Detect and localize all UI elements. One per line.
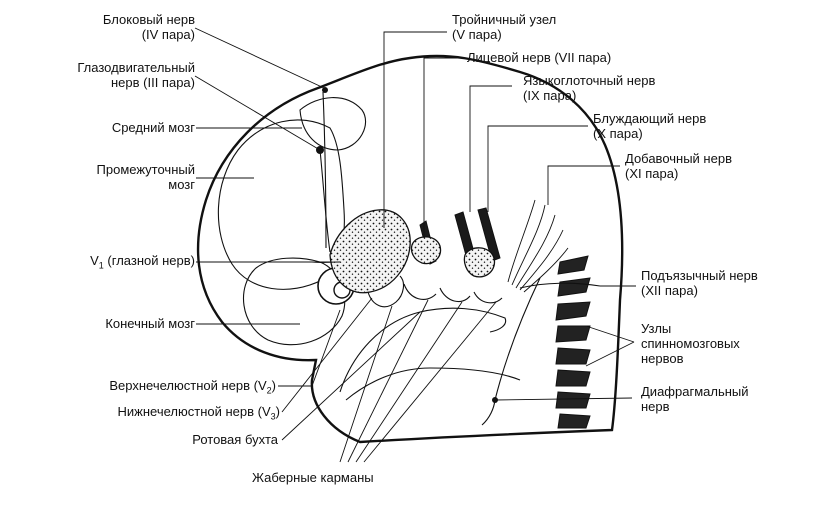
branchial-arch-2: [403, 283, 437, 300]
branchial-arch-4: [473, 291, 503, 304]
leader-lines: [194, 27, 636, 463]
hypoglossal-nerve: [519, 282, 601, 289]
glossopharyngeal-nerve-label: Языкоглоточный нерв (IX пара): [523, 73, 656, 103]
trochlear-nerve-label: Блоковый нерв (IV пара): [102, 12, 195, 42]
spinal-ganglia-column: [555, 255, 591, 429]
pharynx-floor: [339, 307, 507, 393]
spinal-ganglia-label: Узлы спинномозговых нервов: [641, 321, 740, 366]
trochlear-nerve: [322, 91, 327, 249]
accessory-nerve-label: Добавочный нерв (XI пара): [625, 151, 732, 181]
phrenic-nerve-label: Диафрагмальный нерв: [641, 384, 749, 414]
maxillary-nerve-label: Верхнечелюстной нерв (V2): [109, 378, 276, 396]
oculomotor-nerve: [319, 149, 331, 253]
branchial-arch-3: [439, 287, 471, 303]
stomodeum-label: Ротовая бухта: [192, 432, 278, 447]
midbrain-vesicle: [299, 97, 367, 151]
accessory-nerve-rootlets: [507, 199, 569, 293]
hypoglossal-nerve-label: Подъязычный нерв (XII пара): [641, 268, 758, 298]
mandibular-nerve-label: Нижнечелюстной нерв (V3): [117, 404, 280, 422]
oculomotor-nerve-label: Глазодвигательный нерв (III пара): [77, 60, 195, 90]
diencephalon-vesicle: [217, 119, 345, 290]
phrenic-nerve: [481, 277, 541, 426]
branchial-pouches-label: Жаберные карманы: [252, 470, 374, 485]
diencephalon-label: Промежуточный мозг: [96, 162, 195, 192]
telencephalon-label: Конечный мозг: [105, 316, 195, 331]
trigeminal-ganglion-label: Тройничный узел (V пара): [452, 12, 557, 42]
ophthalmic-nerve-label: V1 (глазной нерв): [90, 253, 195, 271]
embryo-outline: [196, 54, 624, 444]
vagus-nerve-label: Блуждающий нерв (X пара): [593, 111, 707, 141]
branchial-arch-1: [367, 275, 405, 308]
facial-nerve-label: Лицевой нерв (VII пара): [467, 50, 612, 65]
telencephalon-vesicle: [242, 257, 346, 346]
midbrain-label: Средний мозг: [111, 120, 195, 135]
heart-bulge: [345, 367, 521, 401]
vagus-root: [477, 207, 501, 262]
